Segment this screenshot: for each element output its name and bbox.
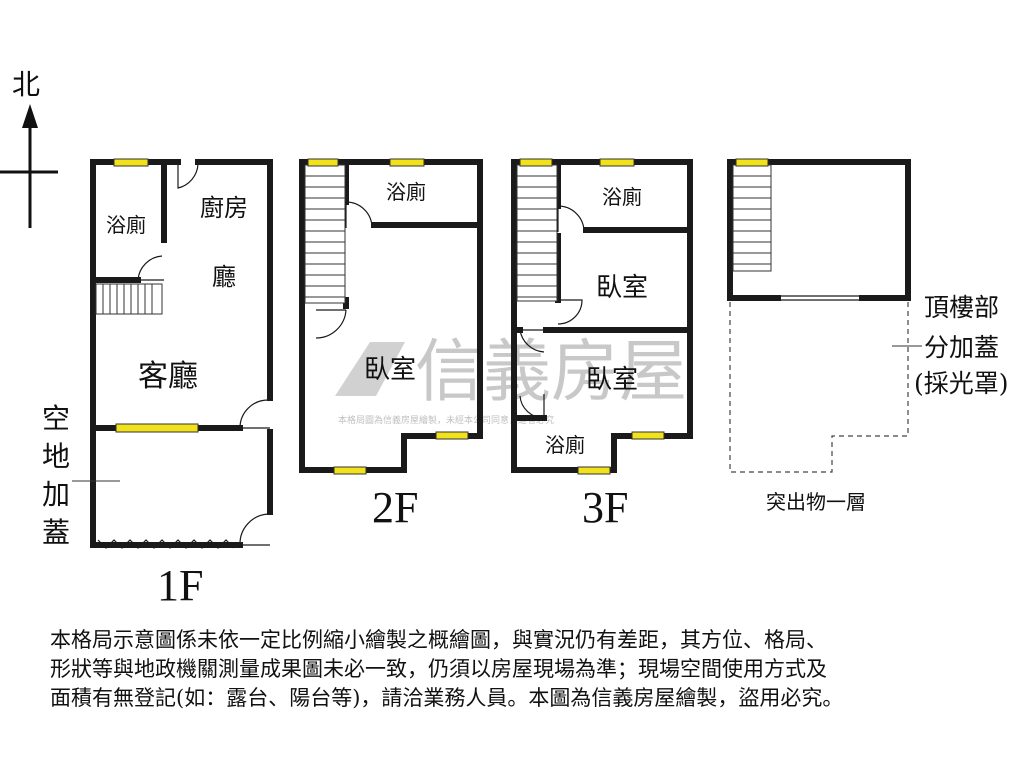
window xyxy=(735,158,769,167)
floor-label-2f: 2F xyxy=(372,483,418,532)
door xyxy=(519,394,545,419)
side-label: 空 地 加 蓋 xyxy=(42,402,120,549)
door xyxy=(137,255,164,281)
window xyxy=(577,466,611,475)
room-label-living: 客廳 xyxy=(138,359,198,394)
window xyxy=(631,431,665,440)
room-label-bedroom-3f-mid: 臥室 xyxy=(596,273,648,303)
north-label: 北 xyxy=(12,68,40,101)
door xyxy=(239,399,270,429)
window xyxy=(519,158,553,167)
room-label-kitchen: 廚房 xyxy=(200,194,248,222)
room-label-bedroom-3f-low: 臥室 xyxy=(586,365,638,395)
window xyxy=(113,158,149,167)
roof-caption: 突出物一層 xyxy=(766,490,866,514)
roof-note-line-2: 分加蓋 xyxy=(924,333,999,362)
stairs-2f xyxy=(304,164,346,304)
room-label-bath-2f: 浴廁 xyxy=(386,180,426,204)
door xyxy=(557,299,583,325)
room-label-bath-3f-low: 浴廁 xyxy=(545,433,585,457)
svg-text:蓋: 蓋 xyxy=(42,516,70,549)
door xyxy=(315,309,347,339)
stairs-1f xyxy=(95,283,163,315)
window xyxy=(435,431,469,440)
door xyxy=(239,513,270,546)
window xyxy=(599,158,635,167)
room-label-hall: 廳 xyxy=(212,263,236,291)
room-label-bath: 浴廁 xyxy=(106,213,146,237)
watermark: 信義房屋 本格局圖為信義房屋繪製，未經本公司同意，違者必究 xyxy=(335,333,687,426)
window xyxy=(333,466,367,475)
watermark-small-text: 本格局圖為信義房屋繪製，未經本公司同意，違者必究 xyxy=(338,414,554,426)
north-arrow-icon xyxy=(22,104,38,128)
svg-text:加: 加 xyxy=(42,478,70,511)
floor-label-3f: 3F xyxy=(582,483,628,532)
watermark-brand: 信義房屋 xyxy=(415,333,687,412)
north-compass: 北 xyxy=(0,68,58,228)
stairs-3f xyxy=(516,164,558,302)
stairs-roof xyxy=(732,164,772,272)
floor-label-1f: 1F xyxy=(157,561,203,610)
floor-1f: 浴廁 廚房 廳 客廳 1F xyxy=(90,158,273,610)
door xyxy=(345,201,373,228)
svg-text:地: 地 xyxy=(42,440,70,473)
floor-roof: 頂樓部 分加蓋 (採光罩) 突出物一層 xyxy=(727,158,1009,514)
door xyxy=(177,162,199,189)
room-label-bedroom-2f: 臥室 xyxy=(364,355,416,385)
room-label-bath-3f-top: 浴廁 xyxy=(602,185,642,209)
door xyxy=(519,329,546,353)
window xyxy=(389,158,425,167)
window xyxy=(307,158,339,167)
floor-2f: 浴廁 臥室 2F xyxy=(299,158,483,532)
door xyxy=(557,205,585,232)
roof-note-line-1: 頂樓部 xyxy=(924,293,999,322)
disclaimer-text: 本格局示意圖係未依一定比例縮小繪製之概繪圖，與實況仍有差距，其方位、格局、 形狀… xyxy=(50,628,844,710)
svg-text:空: 空 xyxy=(42,402,70,435)
window xyxy=(115,423,199,433)
roof-note-line-3: (採光罩) xyxy=(914,369,1009,398)
floor-3f: 浴廁 臥室 臥室 浴廁 3F xyxy=(511,158,693,532)
